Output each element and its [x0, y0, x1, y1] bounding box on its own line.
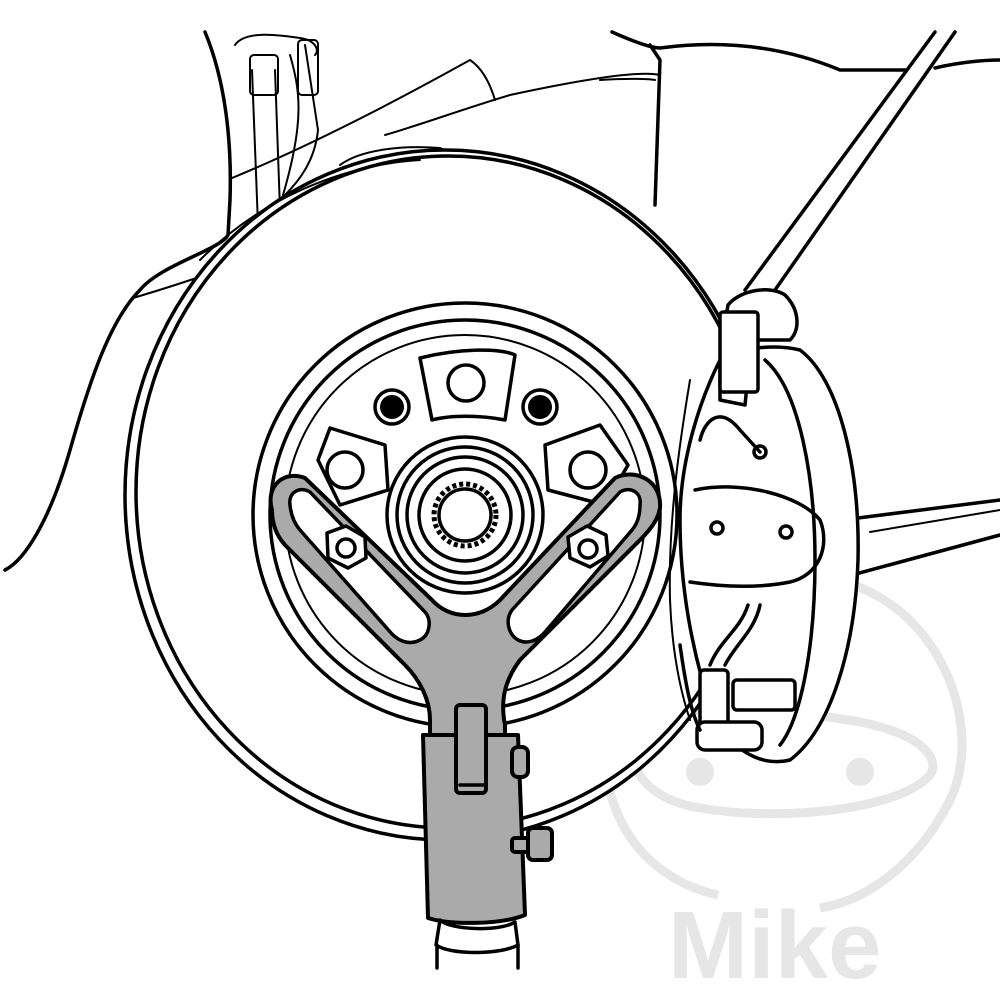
splined-axle: [431, 481, 499, 549]
hub-holding-tool: [268, 472, 663, 970]
wheel-arch: [3, 30, 1000, 572]
suspension-rod: [743, 30, 957, 292]
watermark-eye-right: [846, 758, 874, 786]
brake-caliper: [668, 288, 860, 764]
watermark-text: Mike: [668, 892, 881, 999]
watermark-eye-left: [686, 758, 714, 786]
right-nut: [566, 524, 610, 569]
left-nut: [325, 524, 368, 570]
hub-bolt-hole-left: [325, 450, 365, 490]
hub-bolt-hole-right: [568, 450, 608, 490]
control-arm: [850, 498, 1000, 577]
hub-bolt-hole-top: [446, 363, 486, 403]
